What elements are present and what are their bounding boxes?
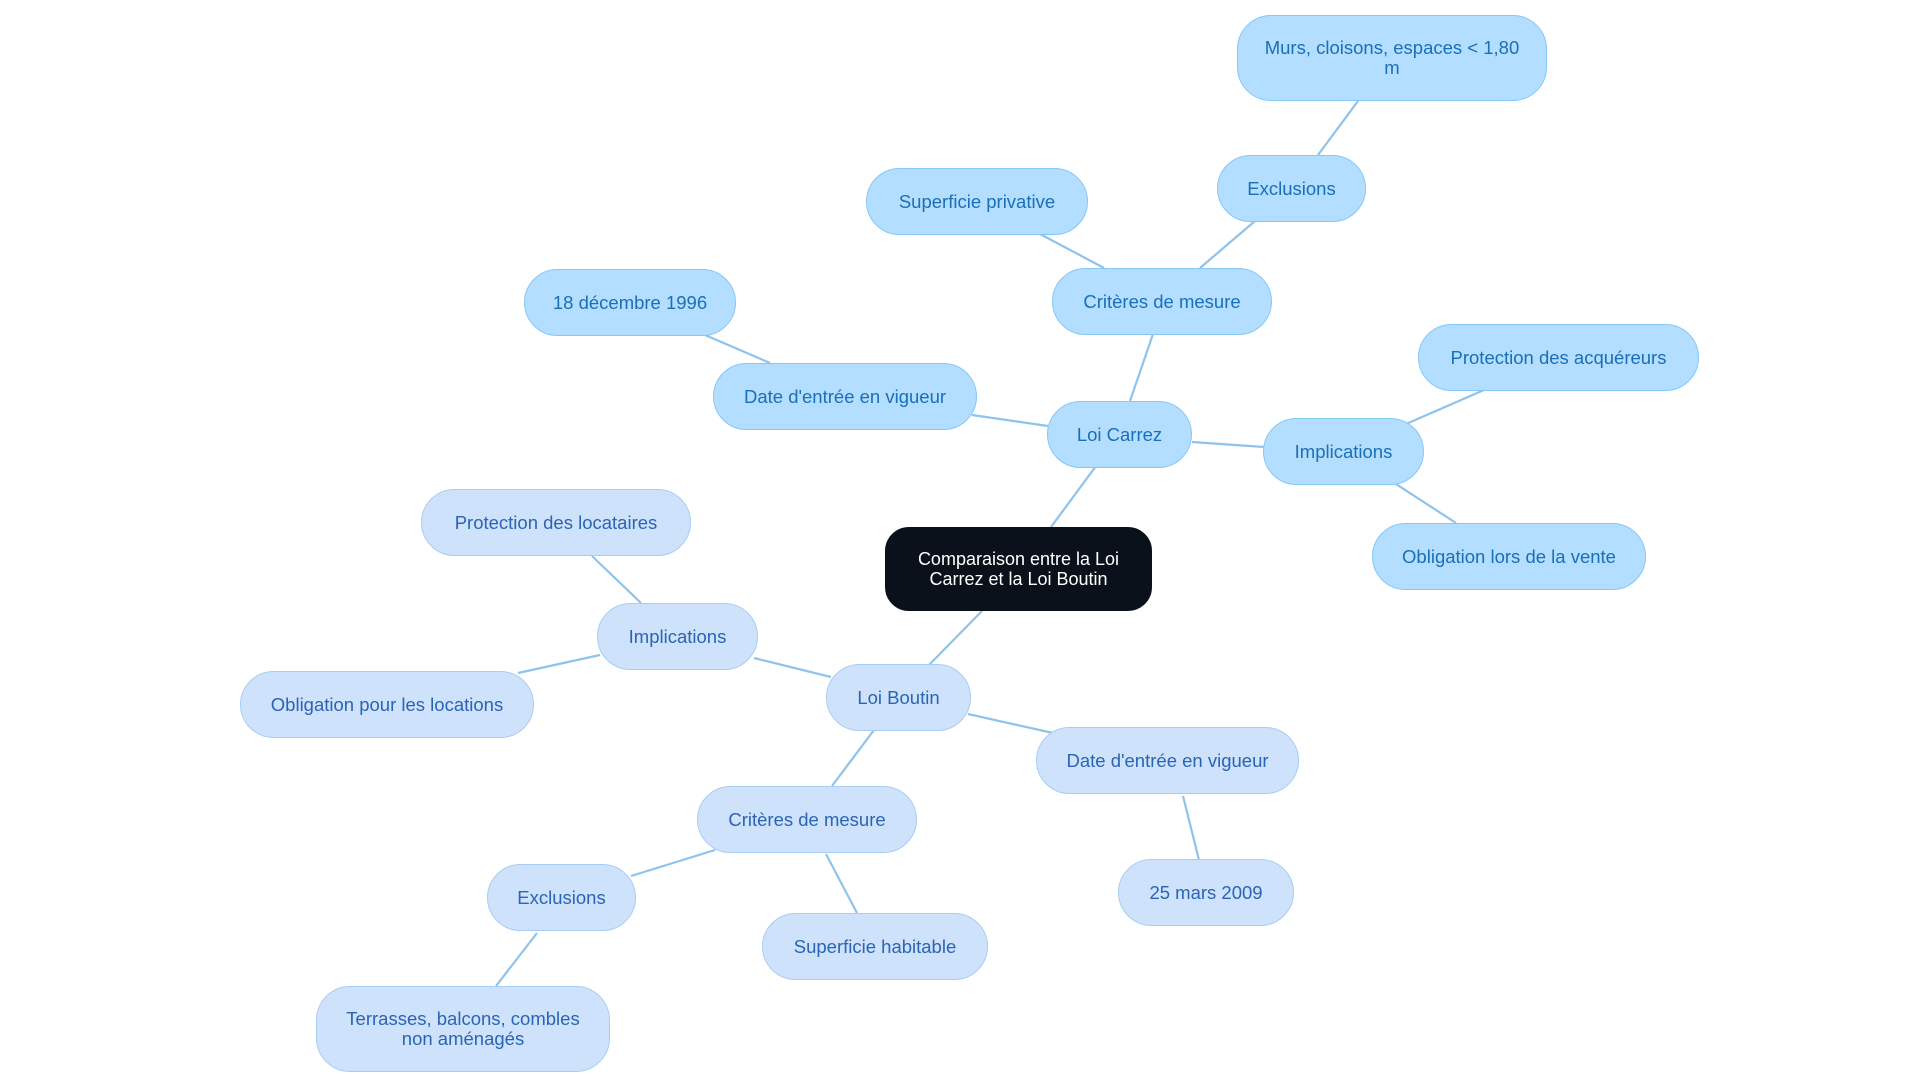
node-carrez-date-label[interactable]: Date d'entrée en vigueur xyxy=(713,363,977,430)
root-node[interactable]: Comparaison entre la Loi Carrez et la Lo… xyxy=(885,527,1152,611)
node-boutin-date[interactable]: 25 mars 2009 xyxy=(1118,859,1294,926)
node-carrez-obligation-label: Obligation lors de la vente xyxy=(1402,545,1616,567)
node-boutin-exclusions-label: Exclusions xyxy=(517,886,606,908)
node-carrez-exclusions-detail-label: Murs, cloisons, espaces < 1,80 m xyxy=(1264,37,1520,78)
node-boutin-exclusions[interactable]: Exclusions xyxy=(487,864,636,931)
node-boutin-date-label[interactable]: Date d'entrée en vigueur xyxy=(1036,727,1299,794)
node-carrez-exclusions-label: Exclusions xyxy=(1247,177,1336,199)
node-boutin-criteres-label: Critères de mesure xyxy=(728,808,886,830)
node-boutin-implications[interactable]: Implications xyxy=(597,603,758,670)
node-boutin-criteres[interactable]: Critères de mesure xyxy=(697,786,917,853)
node-loi-boutin[interactable]: Loi Boutin xyxy=(826,664,971,731)
node-boutin-superficie[interactable]: Superficie habitable xyxy=(762,913,988,980)
edge-boutin-criteres xyxy=(831,729,875,787)
node-carrez-protection[interactable]: Protection des acquéreurs xyxy=(1418,324,1699,391)
node-carrez-superficie[interactable]: Superficie privative xyxy=(866,168,1088,235)
edge-carrez-implications xyxy=(1191,440,1265,449)
node-boutin-protection-label: Protection des locataires xyxy=(454,511,658,533)
node-boutin-date-label-text: Date d'entrée en vigueur xyxy=(1066,749,1269,771)
node-carrez-obligation[interactable]: Obligation lors de la vente xyxy=(1372,523,1646,590)
edge-carrez-criteres xyxy=(1128,333,1155,402)
edge-exclusions-detail-b xyxy=(495,932,538,987)
edge-root-boutin xyxy=(928,610,983,666)
node-carrez-criteres-label: Critères de mesure xyxy=(1083,290,1241,312)
node-boutin-superficie-label: Superficie habitable xyxy=(793,935,957,957)
node-carrez-implications[interactable]: Implications xyxy=(1263,418,1424,485)
node-carrez-date[interactable]: 18 décembre 1996 xyxy=(524,269,736,336)
edge-criteres-superficie xyxy=(1039,233,1105,269)
node-carrez-protection-label: Protection des acquéreurs xyxy=(1450,346,1667,368)
edge-implications-obligation xyxy=(1395,483,1457,524)
node-carrez-date-label-text: Date d'entrée en vigueur xyxy=(743,385,947,407)
node-carrez-superficie-label: Superficie privative xyxy=(898,190,1056,212)
edge-criteres-exclusions-b xyxy=(630,848,716,878)
node-carrez-criteres[interactable]: Critères de mesure xyxy=(1052,268,1272,335)
edge-implications-protection-loc xyxy=(591,555,642,604)
node-loi-carrez-label: Loi Carrez xyxy=(1076,423,1163,445)
edge-date-2009 xyxy=(1181,795,1201,861)
node-boutin-exclusions-detail[interactable]: Terrasses, balcons, combles non aménagés xyxy=(316,986,610,1072)
edge-date-1996 xyxy=(704,333,771,365)
edge-criteres-superficie-b xyxy=(825,853,858,914)
root-label: Comparaison entre la Loi Carrez et la Lo… xyxy=(917,549,1120,589)
edge-exclusions-detail xyxy=(1317,100,1359,156)
node-boutin-protection[interactable]: Protection des locataires xyxy=(421,489,691,556)
node-loi-carrez[interactable]: Loi Carrez xyxy=(1047,401,1192,468)
node-loi-boutin-label: Loi Boutin xyxy=(857,686,940,708)
node-boutin-obligation[interactable]: Obligation pour les locations xyxy=(240,671,534,738)
edge-root-carrez xyxy=(1050,465,1097,528)
edge-criteres-exclusions xyxy=(1199,220,1256,269)
node-boutin-date-text: 25 mars 2009 xyxy=(1149,881,1263,903)
node-boutin-obligation-label: Obligation pour les locations xyxy=(270,693,504,715)
edge-carrez-date xyxy=(971,413,1049,428)
node-carrez-date-text: 18 décembre 1996 xyxy=(552,291,708,313)
node-boutin-exclusions-detail-label: Terrasses, balcons, combles non aménagés xyxy=(346,1008,580,1049)
node-carrez-implications-label: Implications xyxy=(1294,440,1393,462)
edge-implications-protection xyxy=(1405,388,1485,426)
node-carrez-exclusions-detail[interactable]: Murs, cloisons, espaces < 1,80 m xyxy=(1237,15,1547,101)
edge-implications-obligation-loc xyxy=(517,653,601,675)
edge-boutin-implications xyxy=(753,656,832,679)
node-boutin-implications-label: Implications xyxy=(628,625,727,647)
edge-boutin-date xyxy=(967,712,1054,735)
node-carrez-exclusions[interactable]: Exclusions xyxy=(1217,155,1366,222)
